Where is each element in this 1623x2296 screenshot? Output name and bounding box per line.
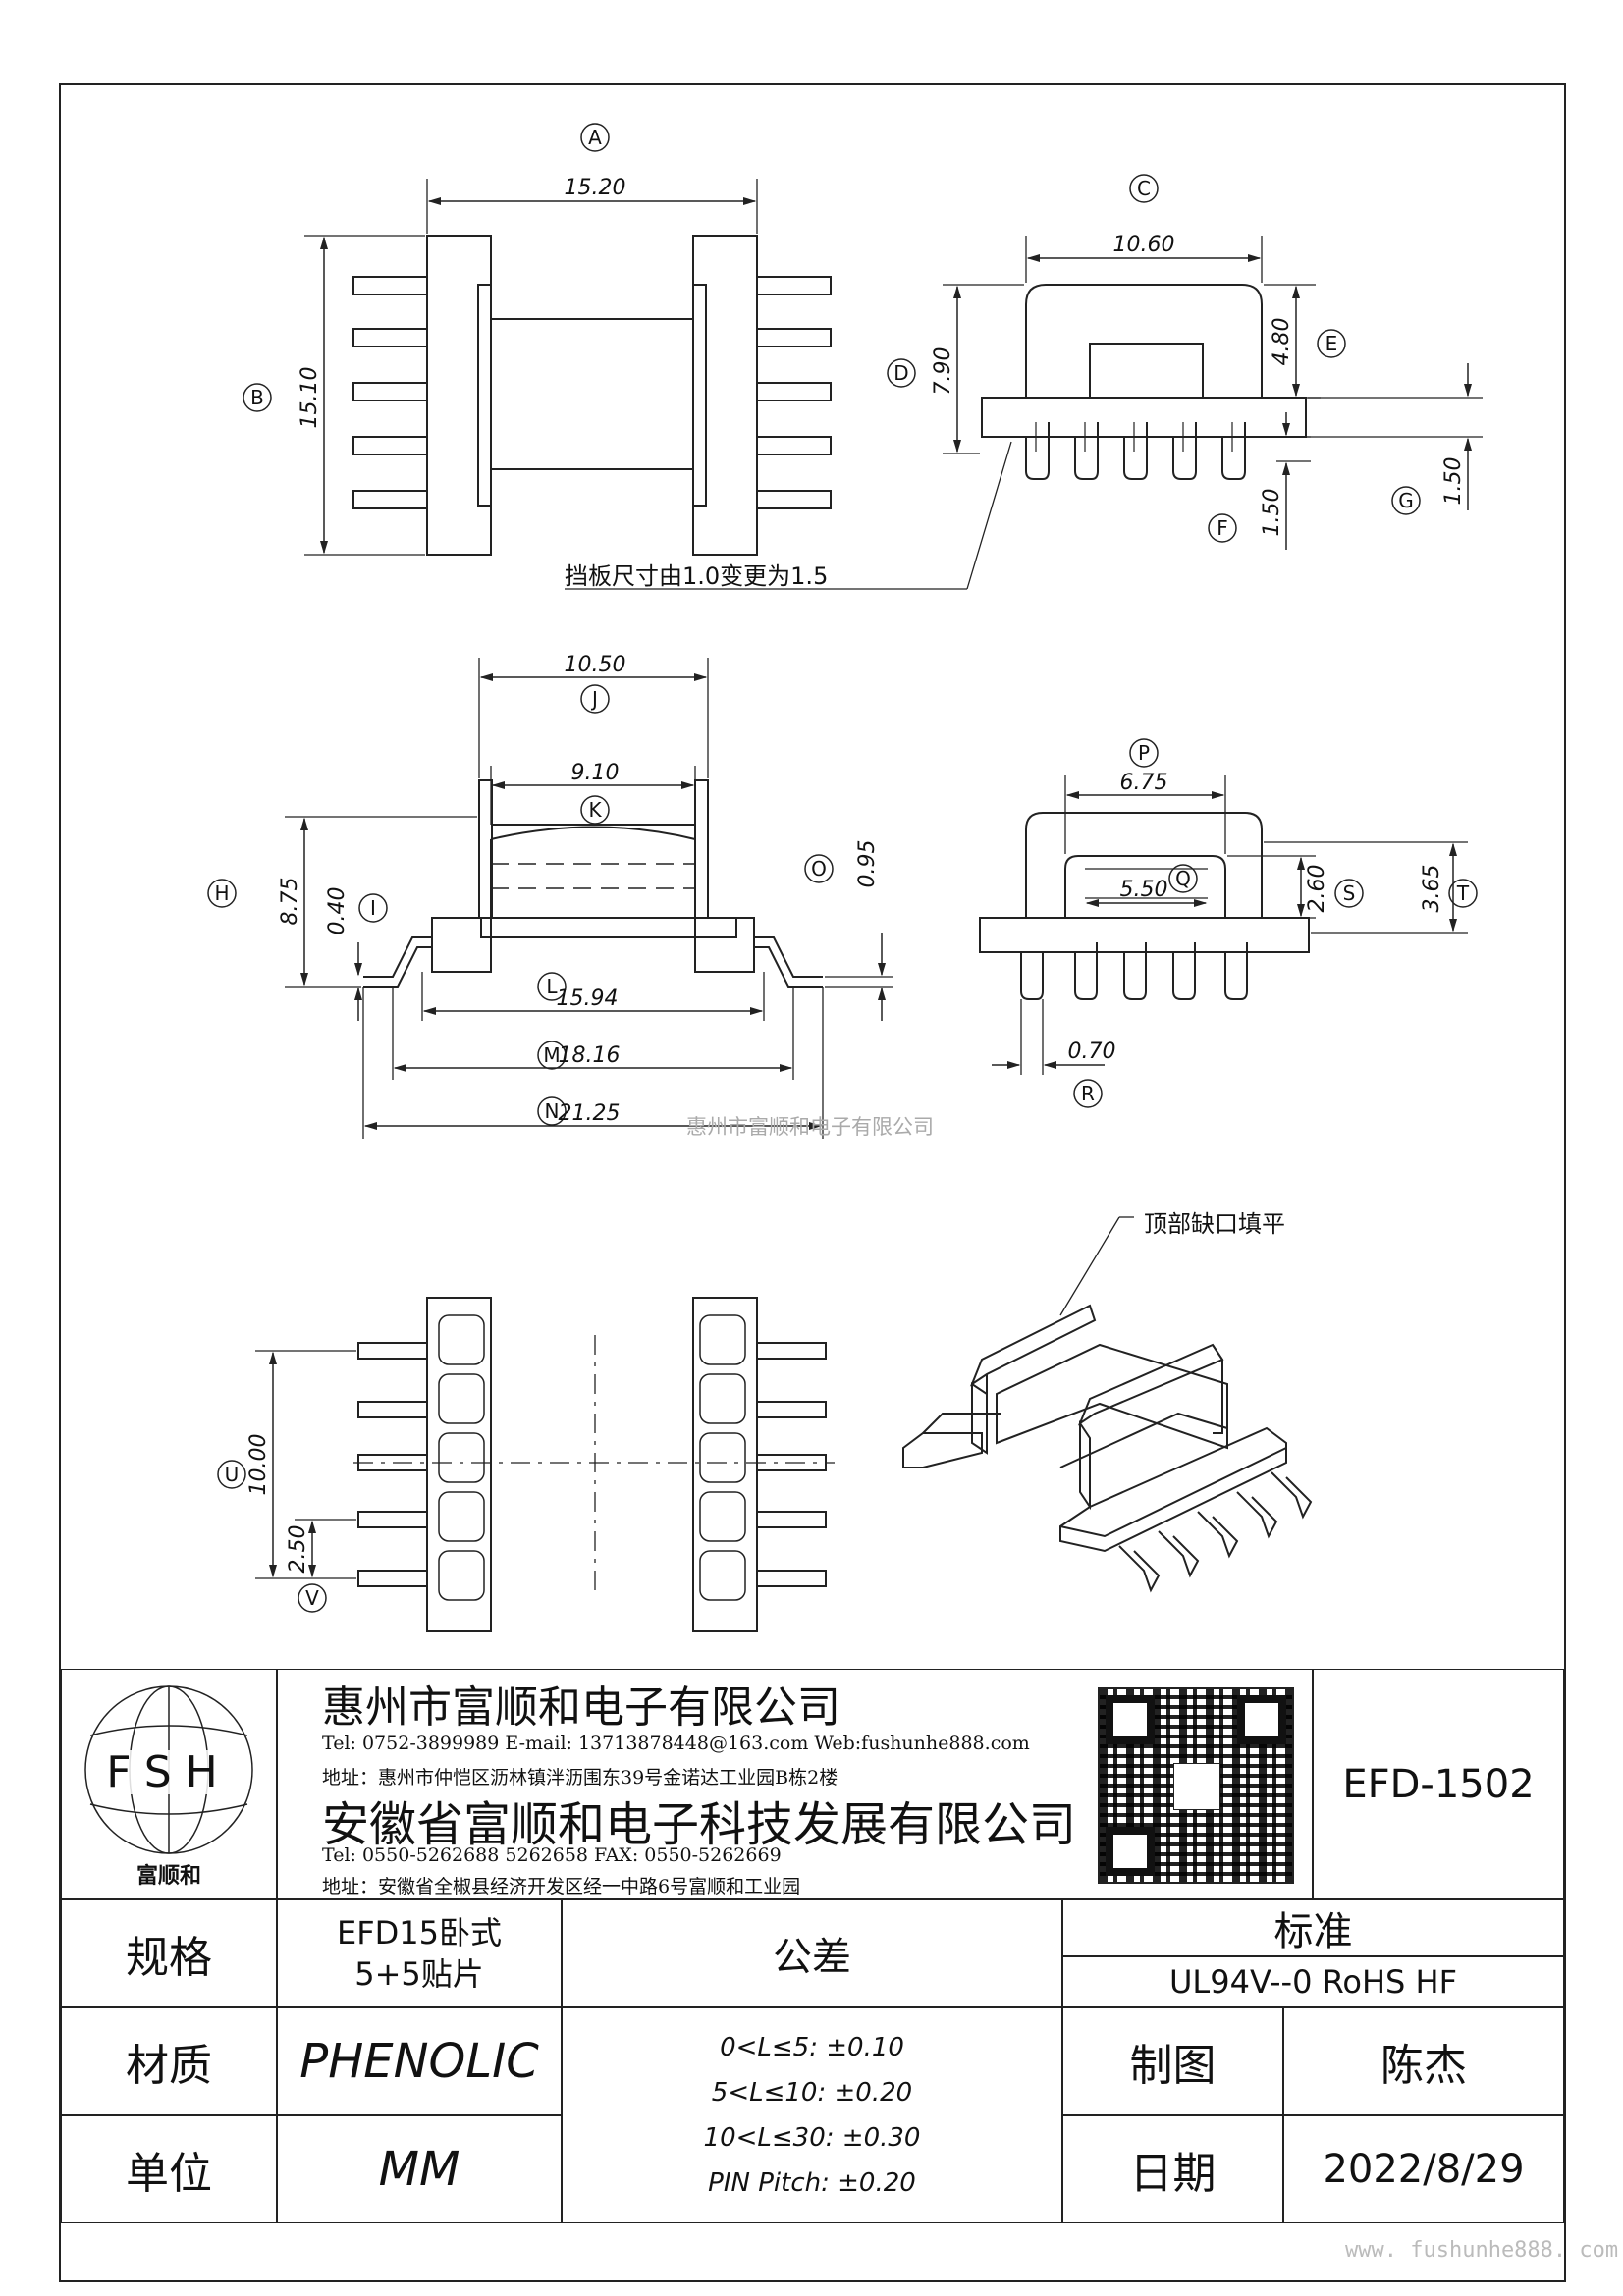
dim-f: 1.50: [1260, 489, 1284, 537]
label-h: H: [214, 881, 229, 905]
dim-v: 2.50: [286, 1525, 310, 1574]
tolerance-label: 公差: [562, 1899, 1062, 2007]
label-m: M: [543, 1043, 560, 1067]
dim-q: 5.50: [1120, 878, 1168, 902]
logo-caption: 富顺和: [136, 1863, 201, 1889]
company-address-1: 地址：惠州市仲恺区沥林镇泮沥围东39号金诺达工业园B栋2楼: [322, 1767, 839, 1789]
label-k: K: [588, 798, 602, 822]
label-l: L: [546, 975, 558, 998]
label-q: Q: [1175, 867, 1191, 890]
logo-cell: FSH 富顺和: [61, 1669, 277, 1899]
dim-s: 2.60: [1305, 865, 1329, 913]
dim-p: 6.75: [1120, 771, 1168, 795]
bottom-view-u-v: [255, 1297, 835, 1632]
qr-center-logo: [1173, 1763, 1220, 1810]
date-value: 2022/8/29: [1283, 2115, 1564, 2223]
date-label: 日期: [1062, 2115, 1283, 2223]
label-n: N: [545, 1099, 560, 1123]
dim-h: 8.75: [278, 878, 302, 926]
label-c: C: [1137, 177, 1151, 200]
end-view-p-t: [979, 775, 1468, 1075]
label-j: J: [590, 687, 598, 711]
qr-code: [1098, 1687, 1294, 1884]
material-value: PHENOLIC: [277, 2007, 562, 2115]
drawn-label: 制图: [1062, 2007, 1283, 2115]
center-watermark: 惠州市富顺和电子有限公司: [686, 1115, 934, 1139]
technical-drawing: A B C D E F G H I J K L M N O P Q R S T …: [207, 123, 1483, 1632]
tolerance-line-2: 5<L≤10: ±0.20: [711, 2078, 913, 2108]
label-u: U: [225, 1463, 240, 1486]
label-i: I: [370, 896, 376, 920]
front-view-h-n: [285, 658, 893, 1139]
tolerance-line-1: 0<L≤5: ±0.10: [720, 2033, 904, 2062]
label-g: G: [1398, 489, 1414, 512]
standard-value: UL94V--0 RoHS HF: [1062, 1956, 1564, 2007]
spec-value-cell: EFD15卧式 5+5贴片: [277, 1899, 562, 2007]
logo-letters: FSH: [106, 1747, 232, 1797]
tolerance-line-4: PIN Pitch: ±0.20: [708, 2168, 916, 2198]
spec-value-line2: 5+5贴片: [354, 1955, 484, 1993]
fsh-logo: FSH 富顺和: [84, 1684, 253, 1889]
company-address-2: 地址：安徽省全椒县经济开发区经一中路6号富顺和工业园: [322, 1876, 801, 1897]
qr-finder-tr: [1237, 1695, 1286, 1744]
dimension-label-circles: [207, 123, 1478, 1613]
baffle-change-note: 挡板尺寸由1.0变更为1.5: [565, 562, 828, 590]
dim-k: 9.10: [571, 761, 620, 785]
tolerance-line-3: 10<L≤30: ±0.30: [703, 2123, 921, 2153]
drawing-frame: [59, 83, 1566, 2282]
label-t: T: [1456, 881, 1470, 905]
label-o: O: [811, 857, 827, 881]
dimension-texts: A B C D E F G H I J K L M N O P Q R S T …: [214, 126, 1469, 1610]
company-name-1: 惠州市富顺和电子有限公司: [322, 1682, 840, 1733]
spec-value-line1: EFD15卧式: [337, 1914, 502, 1951]
dim-e: 4.80: [1270, 318, 1294, 366]
label-r: R: [1081, 1082, 1095, 1105]
label-f: F: [1217, 516, 1228, 540]
dim-d: 7.90: [931, 347, 955, 396]
dim-r: 0.70: [1068, 1040, 1116, 1064]
top-view-a-b: [304, 179, 832, 556]
dim-t: 3.65: [1420, 865, 1444, 913]
dim-a: 15.20: [565, 176, 626, 200]
dimension-values: 15.20 15.10 10.60 7.90 4.80 1.50 1.50 8.…: [246, 176, 1466, 1573]
unit-value: MM: [277, 2115, 562, 2223]
company-contact-2: Tel: 0550-5262688 5262658 FAX: 0550-5262…: [322, 1844, 782, 1866]
qr-finder-bl: [1106, 1827, 1155, 1876]
spec-label: 规格: [61, 1899, 277, 2007]
dim-u: 10.00: [246, 1434, 271, 1496]
company-contact-1: Tel: 0752-3899989 E-mail: 13713878448@16…: [322, 1733, 1030, 1754]
dim-g: 1.50: [1441, 457, 1466, 506]
top-notch-note: 顶部缺口填平: [1144, 1210, 1285, 1238]
label-e: E: [1325, 332, 1338, 355]
unit-label: 单位: [61, 2115, 277, 2223]
tolerance-values: 0<L≤5: ±0.10 5<L≤10: ±0.20 10<L≤30: ±0.3…: [562, 2007, 1062, 2223]
dim-i: 0.40: [325, 887, 350, 935]
dim-c: 10.60: [1113, 233, 1175, 257]
part-number-cell: EFD-1502: [1313, 1669, 1564, 1899]
bottom-watermark: www. fushunhe888. com: [1345, 2238, 1619, 2263]
company-info-cell: 惠州市富顺和电子有限公司 Tel: 0752-3899989 E-mail: 1…: [277, 1669, 1313, 1899]
dim-o: 0.95: [855, 840, 880, 888]
dim-m: 18.16: [559, 1043, 621, 1068]
label-b: B: [250, 386, 264, 409]
label-v: V: [305, 1586, 319, 1610]
side-view-c-g: [565, 236, 1483, 590]
label-p: P: [1138, 741, 1150, 765]
material-label: 材质: [61, 2007, 277, 2115]
label-s: S: [1343, 881, 1356, 905]
dim-l: 15.94: [557, 987, 619, 1011]
label-a: A: [588, 126, 602, 149]
label-d: D: [893, 361, 908, 385]
dim-b: 15.10: [298, 367, 322, 429]
standard-label: 标准: [1062, 1899, 1564, 1956]
dim-n: 21.25: [559, 1101, 621, 1126]
qr-finder-tl: [1106, 1695, 1155, 1744]
drawn-value: 陈杰: [1283, 2007, 1564, 2115]
isometric-view: [902, 1216, 1313, 1593]
company-name-2: 安徽省富顺和电子科技发展有限公司: [322, 1797, 1077, 1852]
dim-j: 10.50: [565, 653, 626, 677]
